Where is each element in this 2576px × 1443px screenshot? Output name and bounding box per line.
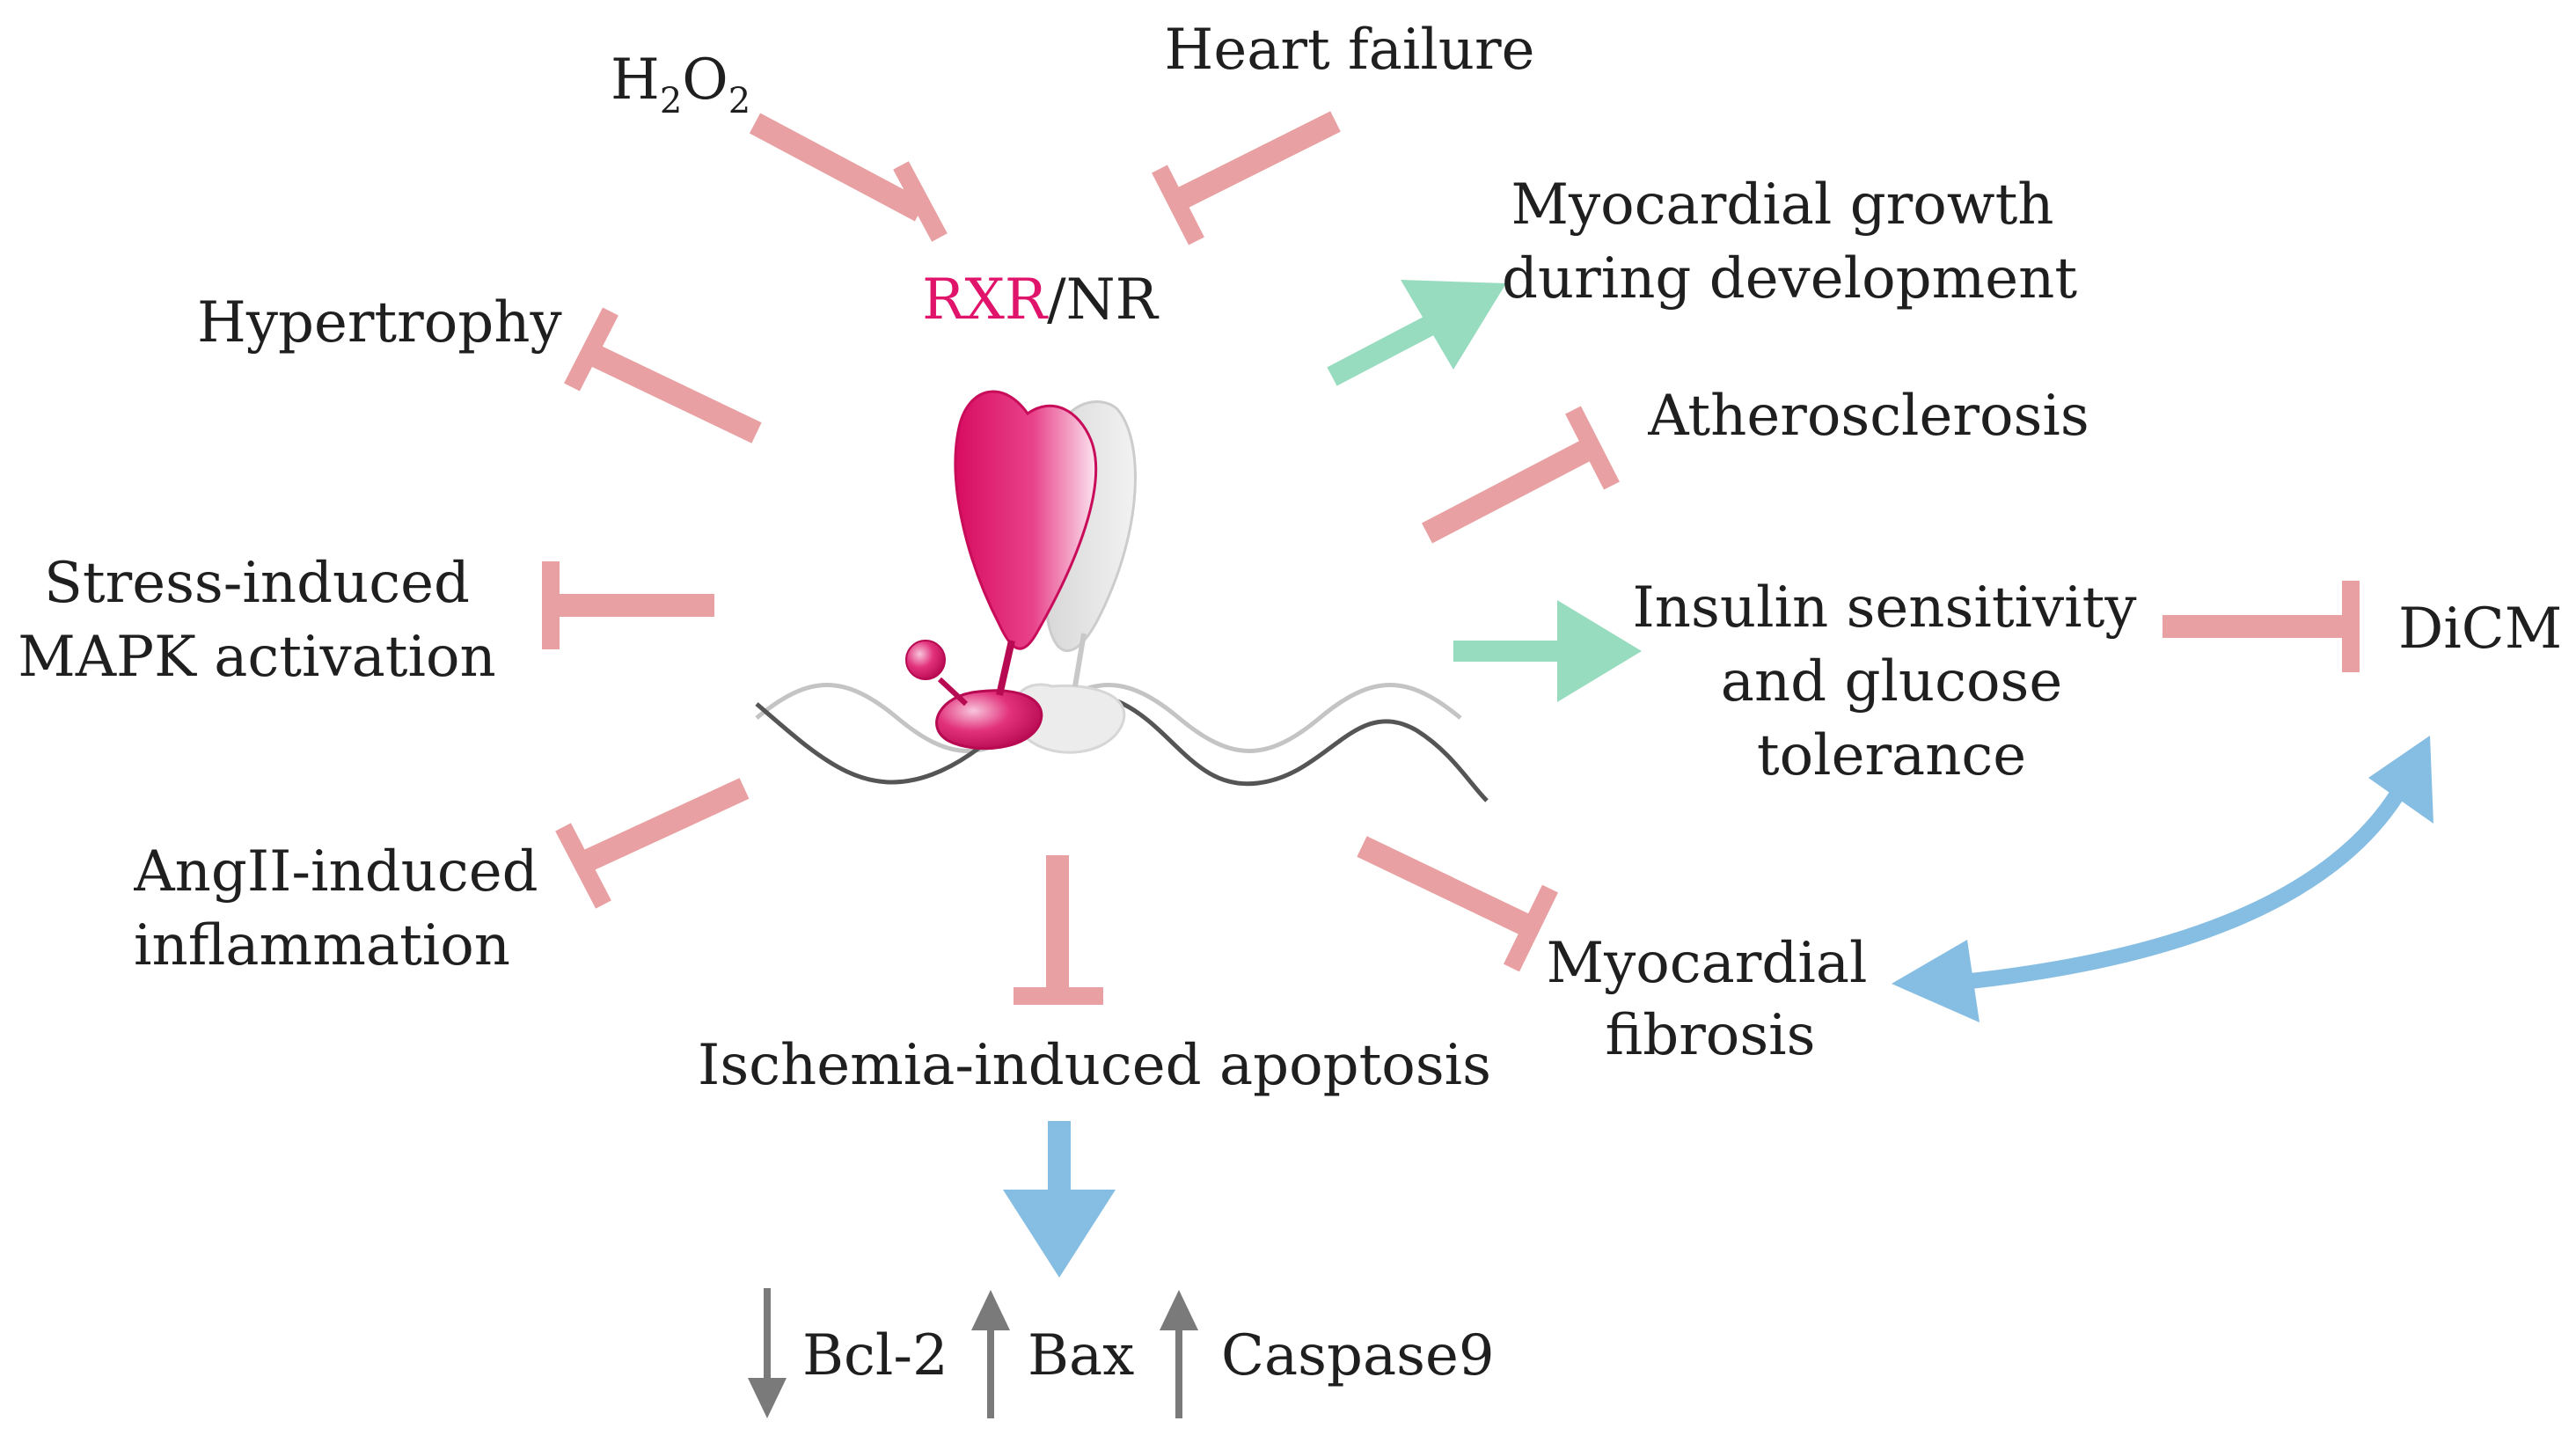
label-fibrosis-line2: fibrosis [1606, 1003, 1816, 1068]
label-insulin-line1: Insulin sensitivity [1633, 575, 2137, 641]
label-stress-line2: MAPK activation [18, 625, 495, 690]
inhibition-heart-failure [1152, 111, 1341, 245]
inhibition-insulin-dicm [2163, 581, 2360, 672]
label-insulin-line2: and glucose [1721, 649, 2062, 714]
label-dicm: DiCM [2398, 597, 2562, 662]
inhibition-atherosclerosis [1421, 406, 1620, 544]
down-arrow-bcl2 [748, 1288, 787, 1418]
dna-helix [755, 683, 1489, 802]
label-insulin-line3: tolerance [1757, 723, 2026, 788]
rxr-dna-binding-shape [935, 689, 1043, 751]
receptor-dimer [905, 390, 1137, 754]
label-rxr-nr: RXR/NR [922, 267, 1160, 333]
up-arrow-bax [971, 1290, 1010, 1418]
inhibition-ischemia [1014, 855, 1103, 1005]
inhibition-h2o2 [749, 113, 948, 242]
label-fibrosis-line1: Myocardial [1547, 931, 1868, 996]
activation-myocardial-growth [1327, 280, 1506, 386]
inhibition-stress-mapk [542, 561, 714, 649]
rxr-ligand-binding-shape [954, 390, 1098, 650]
label-caspase9: Caspase9 [1221, 1323, 1495, 1388]
inhibition-fibrosis [1357, 836, 1558, 972]
label-heart-failure: Heart failure [1165, 18, 1535, 83]
label-bcl2: Bcl-2 [802, 1323, 948, 1388]
fibrosis-dicm-double-arrow [1892, 736, 2433, 1022]
ischemia-to-markers-arrow [1003, 1121, 1116, 1278]
label-angii-line2: inflammation [134, 913, 510, 978]
inhibition-hypertrophy [564, 307, 762, 443]
ligand-ball [905, 640, 946, 680]
label-ischemia: Ischemia-induced apoptosis [698, 1033, 1491, 1098]
label-angii-line1: AngII-induced [133, 839, 538, 905]
label-myo-growth-line2: during development [1502, 246, 2077, 311]
label-myo-growth-line1: Myocardial growth [1511, 172, 2053, 238]
activation-insulin [1453, 600, 1642, 702]
label-bax: Bax [1028, 1323, 1134, 1388]
label-atherosclerosis: Atherosclerosis [1647, 384, 2089, 449]
label-stress-line1: Stress-induced [44, 551, 470, 616]
up-arrow-caspase9 [1160, 1290, 1198, 1418]
label-hypertrophy: Hypertrophy [197, 290, 562, 355]
label-h2o2: H2O2 [611, 48, 750, 121]
inhibition-angii [555, 778, 750, 909]
